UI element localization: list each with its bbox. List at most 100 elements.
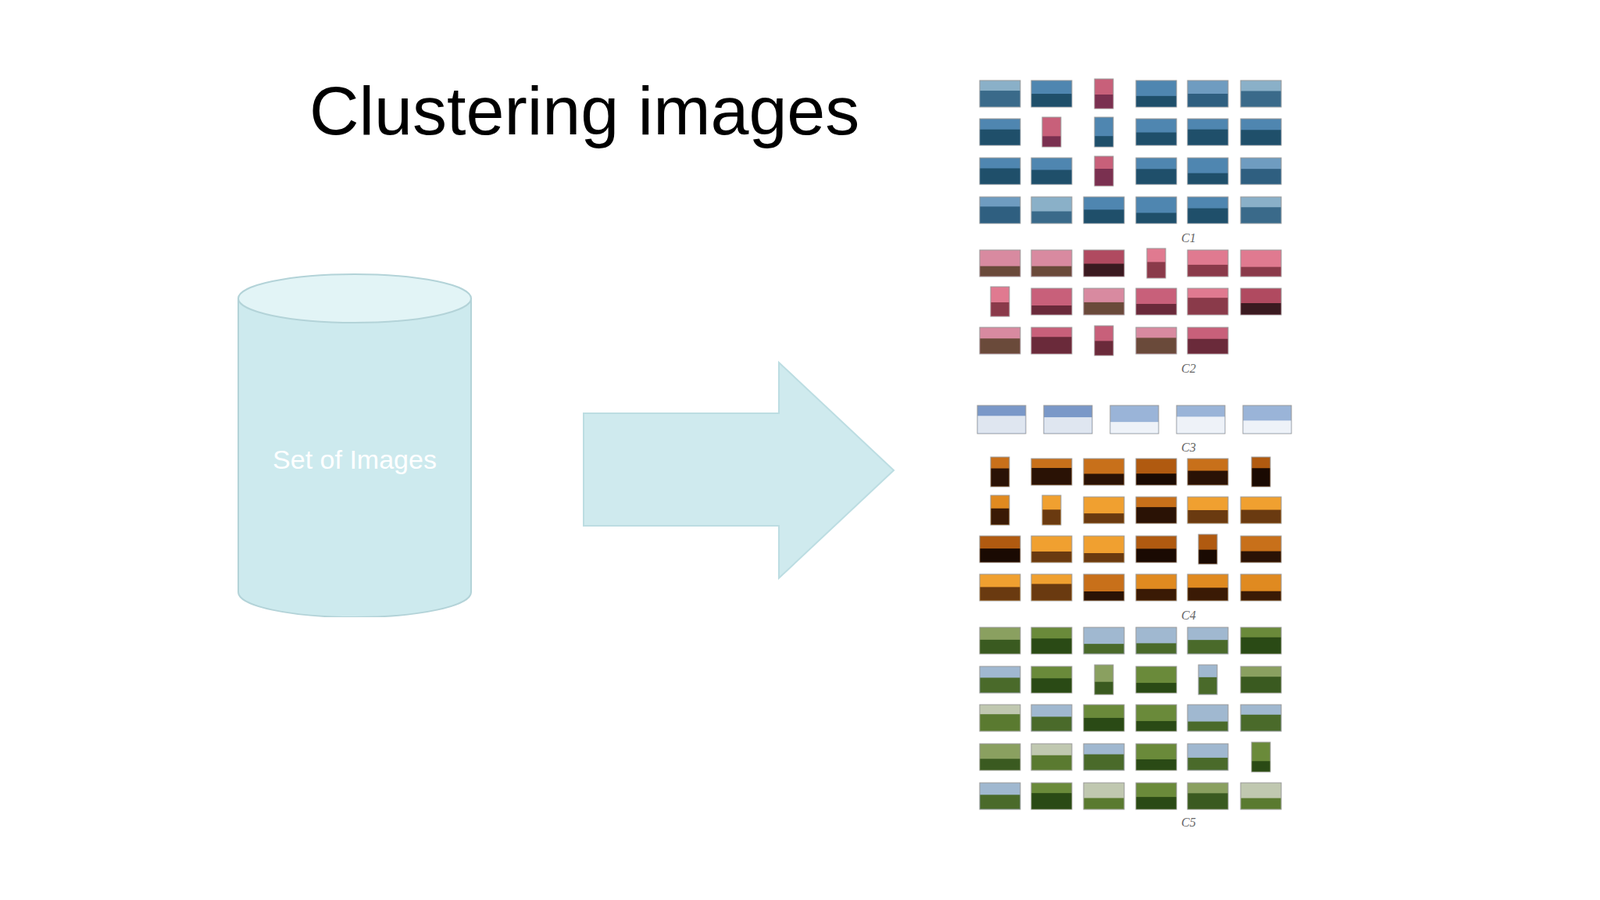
thumbnail <box>1176 405 1225 434</box>
thumbnail <box>1187 458 1229 486</box>
thumbnail <box>1187 743 1229 771</box>
thumbnail-shade <box>991 508 1010 525</box>
thumbnail <box>979 327 1021 354</box>
thumbnail <box>1031 458 1072 486</box>
thumbnail-shade <box>1136 507 1177 523</box>
cluster-label: C4 <box>1181 609 1197 622</box>
thumbnail <box>1251 457 1271 487</box>
thumbnail <box>1031 574 1072 601</box>
thumbnail-shade <box>1136 132 1177 146</box>
thumbnail <box>1094 78 1114 109</box>
thumbnail-shade <box>980 714 1021 731</box>
thumbnail-shade <box>1084 264 1125 277</box>
thumbnail-shade <box>1241 510 1282 524</box>
thumbnail <box>979 250 1021 277</box>
block-arrow <box>583 362 894 579</box>
thumbnail-shade <box>1241 591 1282 601</box>
thumbnail-shade <box>1241 798 1282 810</box>
thumbnail <box>1240 496 1282 524</box>
thumbnail <box>1240 704 1282 732</box>
database-cylinder: Set of Images <box>237 273 472 618</box>
thumbnail <box>1240 782 1282 810</box>
thumbnail-shade <box>1084 513 1125 523</box>
thumbnail-shade <box>1188 587 1229 600</box>
thumbnail-shade <box>1188 264 1229 277</box>
thumbnail <box>1135 458 1177 486</box>
thumbnail-shade <box>1095 135 1114 147</box>
thumbnail-shade <box>1084 717 1125 732</box>
thumbnail <box>1031 666 1072 693</box>
thumbnail <box>979 80 1021 108</box>
thumbnail-shade <box>980 90 1021 107</box>
thumbnail <box>1083 782 1125 810</box>
thumbnail <box>1135 627 1177 654</box>
thumbnail <box>1187 496 1229 524</box>
thumbnail <box>990 457 1010 487</box>
thumbnail-shade <box>1199 550 1218 565</box>
thumbnail-shade <box>1241 207 1282 223</box>
thumbnail-shade <box>1147 261 1166 278</box>
thumbnail-shade <box>980 548 1021 562</box>
thumbnail <box>1187 196 1229 224</box>
thumbnail-shade <box>1241 303 1282 315</box>
thumbnail-shade <box>1188 721 1229 732</box>
thumbnail <box>1251 742 1271 772</box>
thumbnail-shade <box>1241 551 1282 563</box>
thumbnail <box>1031 80 1072 108</box>
thumbnail <box>1083 288 1125 315</box>
thumbnail-shade <box>1188 173 1229 185</box>
thumbnail <box>1135 80 1177 108</box>
thumbnail <box>1240 627 1282 654</box>
thumbnail-shade <box>980 338 1021 354</box>
thumbnail <box>979 157 1021 185</box>
thumbnail <box>1135 704 1177 732</box>
thumbnail <box>1031 157 1072 185</box>
thumbnail-shade <box>1032 792 1072 809</box>
thumbnail <box>1135 782 1177 810</box>
thumbnail <box>1187 574 1229 601</box>
cluster-label: C5 <box>1181 816 1197 829</box>
thumbnail <box>979 196 1021 224</box>
thumbnail-shade <box>978 415 1026 433</box>
thumbnail-shade <box>1032 716 1072 731</box>
thumbnail <box>979 574 1021 601</box>
thumbnail <box>1094 325 1114 356</box>
thumbnail-shade <box>1136 303 1177 315</box>
thumbnail <box>1135 574 1177 601</box>
thumbnail <box>1240 80 1282 108</box>
thumbnail-shade <box>1032 755 1072 771</box>
thumbnail <box>979 535 1021 563</box>
thumbnail-shade <box>1084 591 1125 600</box>
thumbnail-shade <box>1241 129 1282 145</box>
thumbnail <box>1240 288 1282 315</box>
thumbnail <box>1094 664 1114 695</box>
thumbnail <box>977 405 1026 434</box>
thumbnail <box>1240 535 1282 563</box>
thumbnail-shade <box>1199 677 1218 695</box>
thumbnail-shade <box>1095 682 1114 695</box>
thumbnail <box>990 286 1010 317</box>
thumbnail-shade <box>1188 93 1229 108</box>
thumbnail <box>1031 627 1072 654</box>
thumbnail-shade <box>980 758 1021 770</box>
thumbnail-shade <box>1032 638 1072 654</box>
thumbnail <box>1187 118 1229 146</box>
thumbnail-shade <box>1136 96 1177 108</box>
thumbnail-shade <box>980 266 1021 277</box>
thumbnail-shade <box>1241 267 1282 277</box>
thumbnail <box>1187 627 1229 654</box>
thumbnail <box>1135 196 1177 224</box>
thumbnail <box>1198 664 1218 695</box>
thumbnail-shade <box>1136 759 1177 771</box>
thumbnail-grid <box>977 78 1292 810</box>
thumbnail-shade <box>1241 168 1282 184</box>
thumbnail-shade <box>1241 676 1282 693</box>
thumbnail-shade <box>1032 305 1072 315</box>
thumbnail-shade <box>1177 416 1225 433</box>
thumbnail <box>1187 782 1229 810</box>
thumbnail <box>1135 666 1177 693</box>
thumbnail <box>1031 743 1072 771</box>
thumbnail <box>979 118 1021 146</box>
thumbnail <box>1031 288 1072 315</box>
thumbnail <box>1083 535 1125 563</box>
